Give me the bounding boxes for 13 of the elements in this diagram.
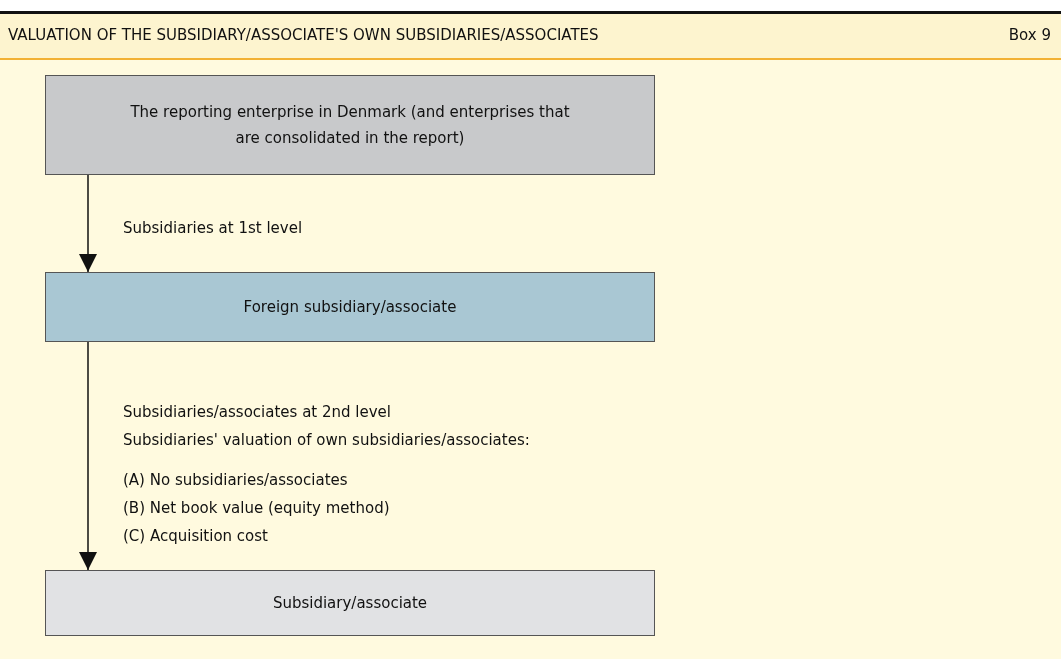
list-item: (B) Net book value (equity method) bbox=[123, 499, 390, 517]
list-item: (C) Acquisition cost bbox=[123, 527, 268, 545]
edge-label: Subsidiaries at 1st level bbox=[123, 219, 303, 237]
process-box: Subsidiary/associate bbox=[45, 570, 655, 636]
title: VALUATION OF THE SUBSIDIARY/ASSOCIATE'S OWN SUBSIDIARIES/ASSOCIATES bbox=[8, 26, 599, 44]
box-number: Box 9 bbox=[1008, 26, 1051, 44]
list-item: (A) No subsidiaries/associates bbox=[123, 471, 348, 489]
edge-label: Subsidiaries/associates at 2nd level bbox=[123, 403, 391, 421]
note-text: Subsidiaries' valuation of own subsidiaries/associates: bbox=[123, 431, 530, 449]
arrow bbox=[79, 341, 97, 571]
arrow bbox=[79, 174, 97, 273]
process-box: Foreign subsidiary/associate bbox=[45, 272, 655, 342]
process-box: The reporting enterprise in Denmark (and enterprises that are consolidated in the report) bbox=[45, 75, 655, 175]
